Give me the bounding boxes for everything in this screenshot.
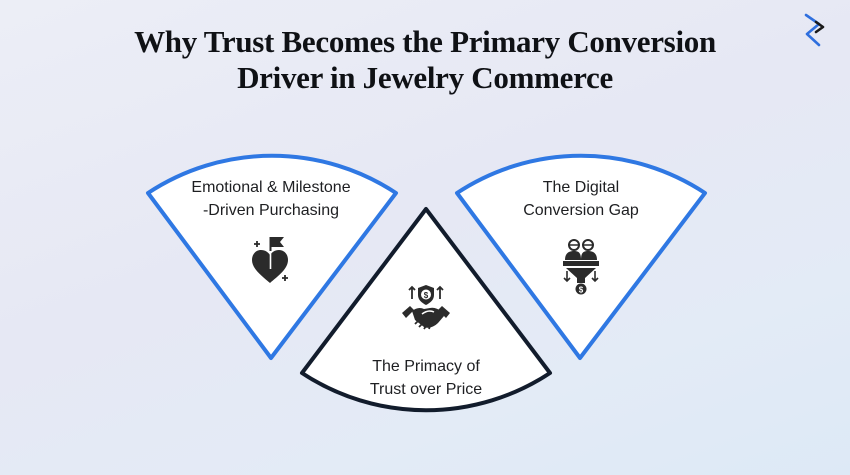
brand-logo-icon bbox=[804, 13, 825, 47]
section-gap-label: The Digital Conversion Gap bbox=[481, 176, 681, 222]
section-trust-line-2: Trust over Price bbox=[369, 381, 483, 398]
handshake-shield-dollar-icon: $ bbox=[402, 285, 450, 330]
sector-digital-gap bbox=[455, 153, 707, 360]
section-emotional-label: Emotional & Milestone -Driven Purchasing bbox=[171, 176, 371, 222]
svg-text:$: $ bbox=[424, 291, 429, 300]
svg-text:$: $ bbox=[579, 286, 584, 295]
title-line-1: Why Trust Becomes the Primary Conversion bbox=[134, 24, 716, 59]
section-trust-line-1: The Primacy of bbox=[372, 358, 480, 375]
section-trust-label: The Primacy of Trust over Price bbox=[326, 355, 526, 401]
title-line-2: Driver in Jewelry Commerce bbox=[237, 60, 613, 95]
people-funnel-dollar-icon: $ bbox=[563, 239, 599, 295]
section-gap-line-1: The Digital bbox=[542, 179, 620, 196]
section-gap-line-2: Conversion Gap bbox=[523, 202, 639, 219]
page-title: Why Trust Becomes the Primary Conversion… bbox=[0, 24, 850, 96]
section-emotional-line-2: -Driven Purchasing bbox=[202, 202, 340, 219]
heart-flag-icon bbox=[252, 237, 288, 283]
section-emotional-line-1: Emotional & Milestone bbox=[191, 179, 351, 196]
